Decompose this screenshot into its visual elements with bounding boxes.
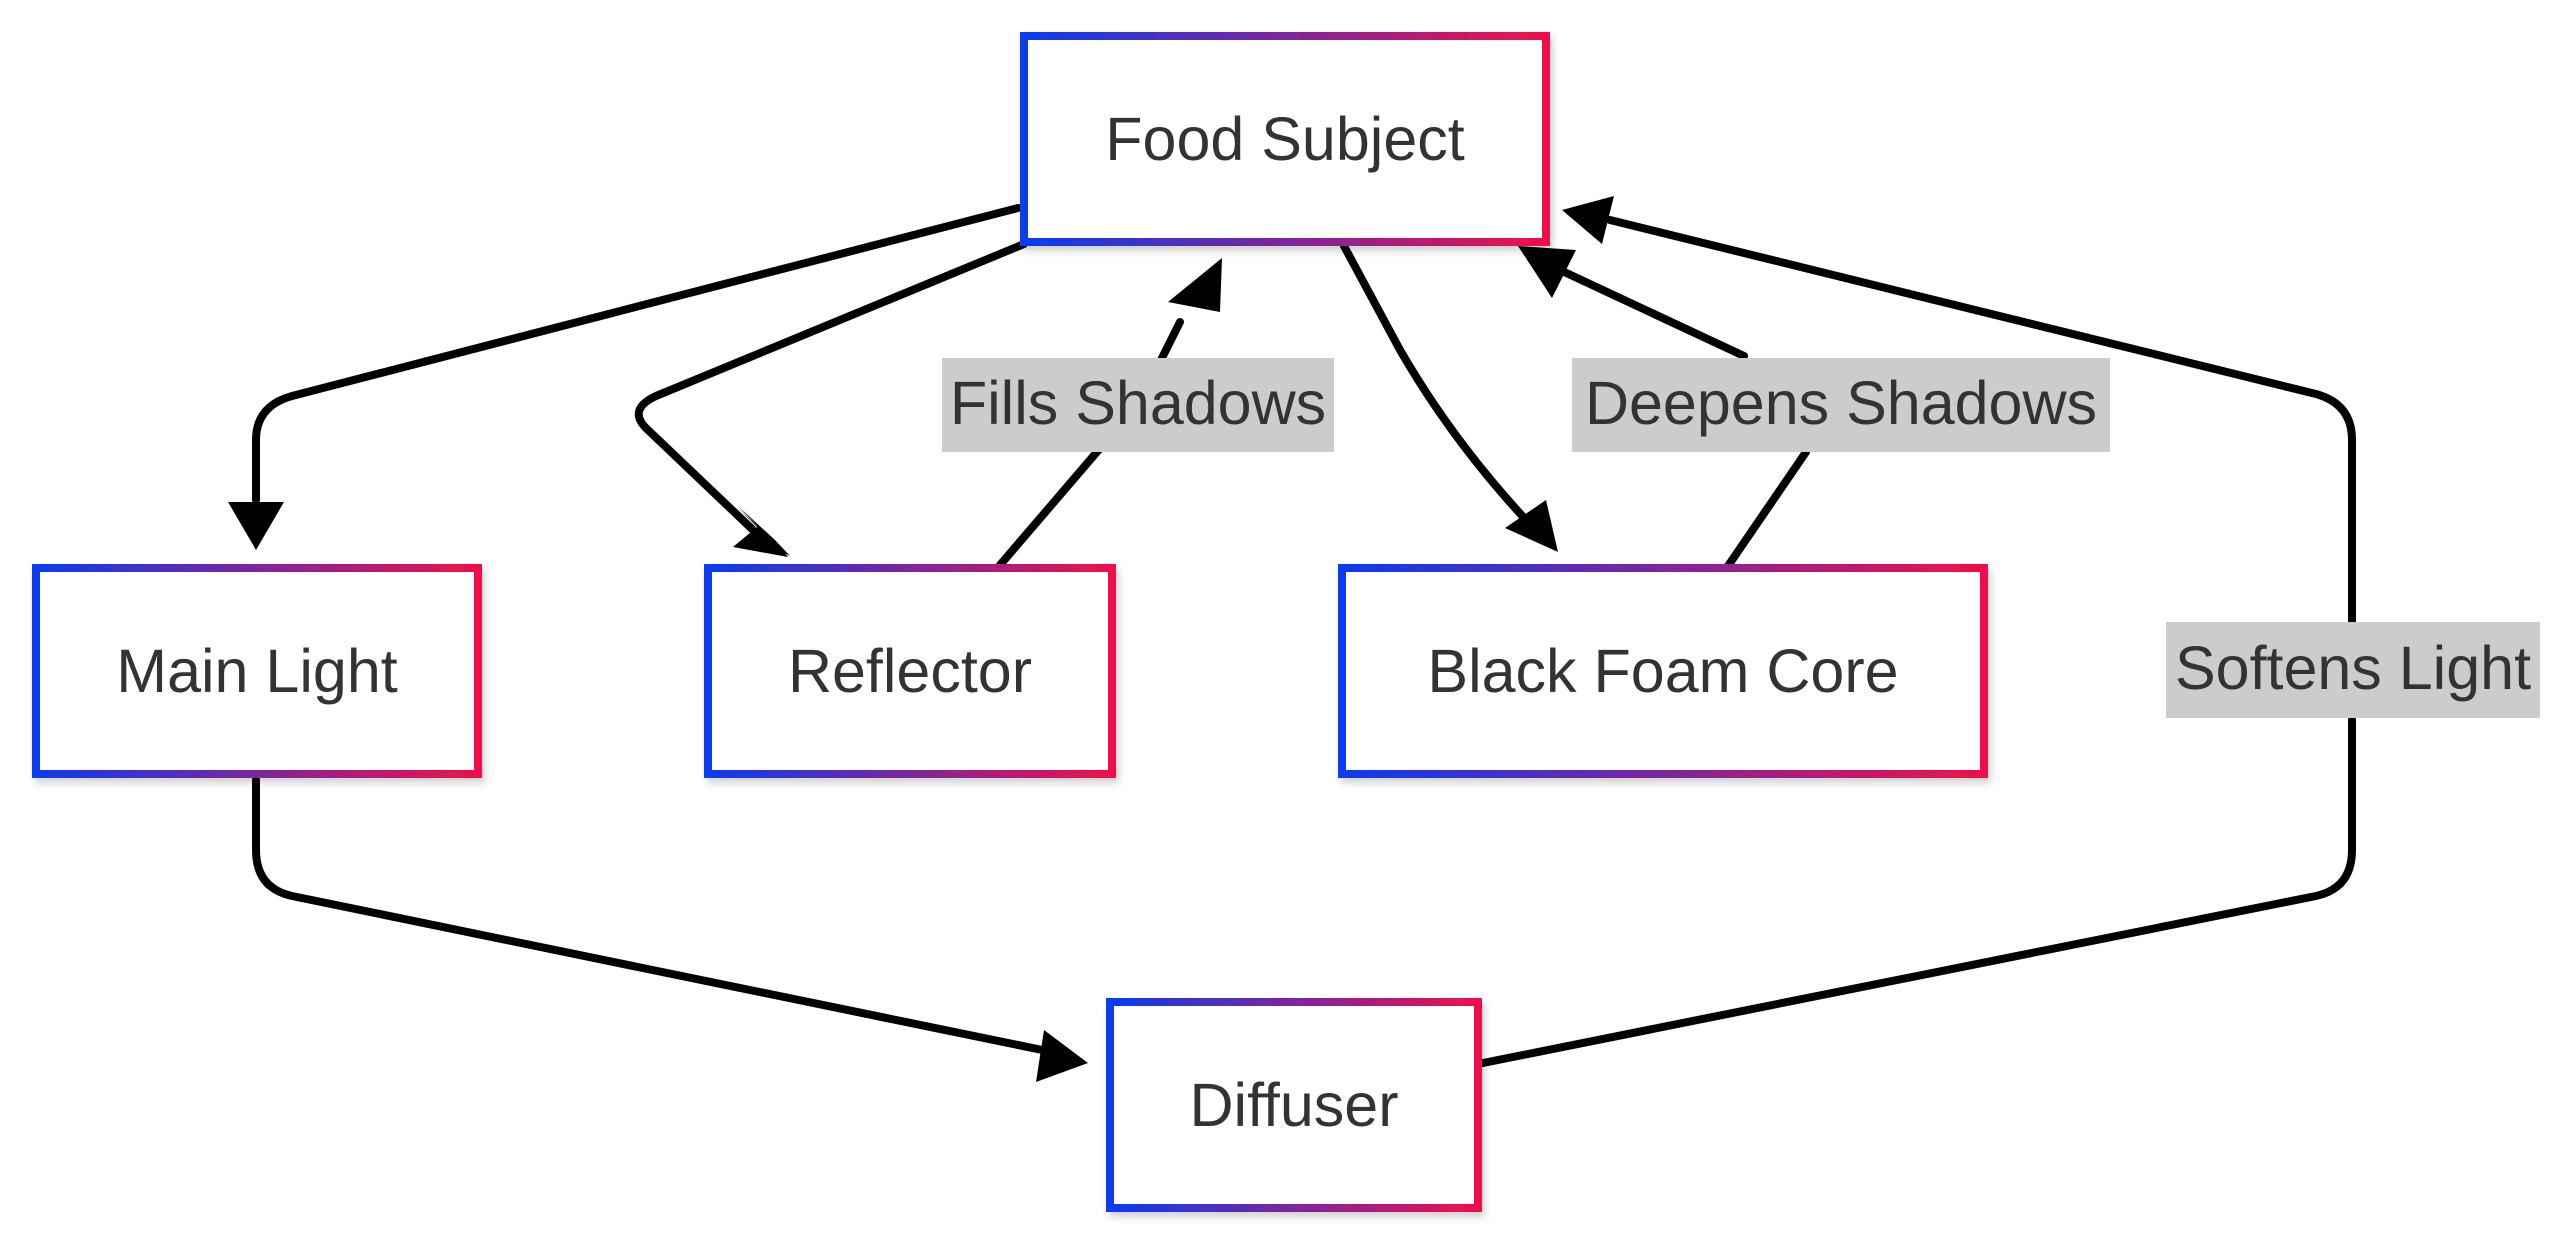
node-label: Reflector — [788, 637, 1032, 705]
node-label: Black Foam Core — [1427, 637, 1898, 705]
edge-black-foam-core-to-food-subject — [1556, 266, 1810, 570]
arrowhead-softens-light — [1562, 196, 1614, 244]
arrowhead-diffuser — [1036, 1030, 1088, 1082]
node-box — [704, 564, 1116, 778]
arrowhead-deepens-shadows — [1518, 246, 1576, 298]
node-box — [1106, 998, 1482, 1212]
node-reflector[interactable]: Reflector — [704, 564, 1116, 778]
edge-label-fills-shadows: Fills Shadows — [942, 358, 1334, 452]
edge-label-bg — [1572, 358, 2110, 452]
arrowhead-reflector-fill — [733, 507, 788, 557]
arrowhead-main-light — [228, 502, 284, 550]
edge-label-bg — [2166, 622, 2540, 718]
edge-label-softens-light: Softens Light — [2166, 622, 2540, 718]
node-black-foam-core[interactable]: Black Foam Core — [1338, 564, 1988, 778]
arrowhead-black-foam-core — [1505, 500, 1558, 552]
node-label: Food Subject — [1105, 105, 1464, 173]
node-box — [1338, 564, 1988, 778]
node-diffuser[interactable]: Diffuser — [1106, 998, 1482, 1212]
node-box — [32, 564, 482, 778]
edge-label-deepens-shadows: Deepens Shadows — [1572, 358, 2110, 452]
edge-label-text: Fills Shadows — [950, 369, 1326, 437]
node-box — [1020, 32, 1550, 246]
node-main-light[interactable]: Main Light — [32, 564, 482, 778]
edges — [228, 196, 2356, 1082]
arrowhead-reflector — [738, 506, 790, 556]
edge-label-text: Softens Light — [2175, 634, 2531, 702]
node-food-subject[interactable]: Food Subject — [1020, 32, 1550, 246]
edge-diffuser-to-food-subject — [1474, 216, 2356, 1068]
edge-main-light-to-diffuser — [252, 776, 1056, 1056]
edge-reflector-to-food-subject — [996, 318, 1184, 569]
edge-food-subject-to-reflector — [634, 240, 1028, 533]
edge-food-subject-to-black-foam-core — [1340, 242, 1530, 524]
edge-label-bg — [942, 358, 1334, 452]
edge-food-subject-to-main-light — [252, 204, 1022, 504]
edge-label-text: Deepens Shadows — [1585, 369, 2097, 437]
node-label: Main Light — [116, 637, 397, 705]
node-label: Diffuser — [1189, 1071, 1398, 1139]
arrowhead-fills-shadows — [1168, 258, 1222, 312]
